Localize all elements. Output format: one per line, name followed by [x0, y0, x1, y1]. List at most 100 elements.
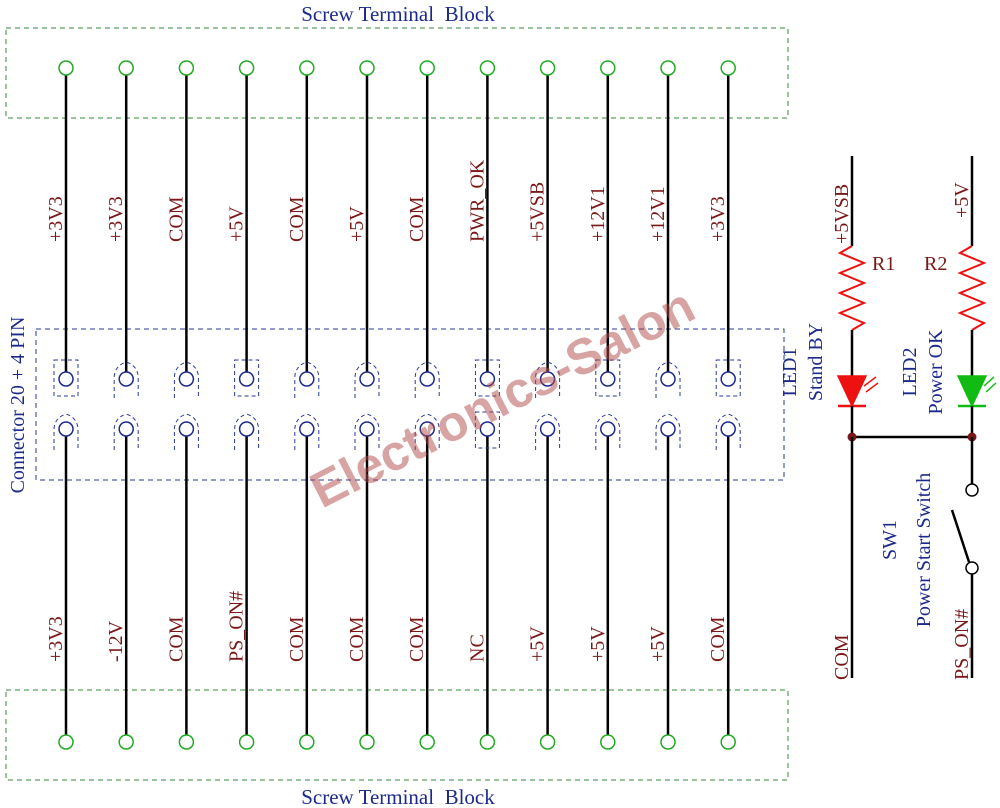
connector-pad-outline — [474, 411, 500, 449]
led2-emission-arrow — [985, 382, 997, 393]
connector-label: Connector 20 + 4 PIN — [7, 317, 29, 494]
connector-pin — [720, 421, 736, 437]
connector-pad-outline — [173, 413, 199, 450]
screw-terminal — [419, 734, 435, 750]
connector-pin — [720, 371, 736, 387]
screw-terminal — [58, 60, 74, 76]
connector-pad-outline — [595, 359, 621, 397]
connector-pin — [178, 371, 195, 387]
led1-symbol — [836, 375, 868, 408]
screw-terminal — [600, 60, 616, 76]
connector-pin — [419, 371, 435, 387]
connector-pad-outline — [414, 361, 440, 398]
connector-outline — [35, 328, 785, 481]
top-pin-label: +5V — [226, 206, 248, 242]
r2-supply-label: +5V — [951, 182, 973, 218]
bottom-pin-label: COM — [406, 616, 428, 662]
led1-emission-arrow — [865, 382, 879, 393]
top-pin-label: PWR_OK — [466, 159, 488, 242]
connector-pin — [118, 371, 134, 387]
connector-pin — [58, 421, 74, 437]
bottom-block-title: Screw Terminal Block — [301, 785, 495, 808]
connector-pad-outline — [715, 413, 741, 450]
connector-pad-outline — [354, 361, 380, 398]
top-terminal-block — [5, 27, 789, 119]
connector-pin — [660, 421, 676, 437]
top-pin-label: +12V1 — [647, 186, 669, 242]
bottom-pin-label: COM — [286, 616, 308, 662]
connector-pin — [539, 421, 556, 437]
screw-terminal — [359, 734, 375, 750]
r2-label: R2 — [924, 253, 947, 275]
connector-pin — [660, 371, 676, 387]
screw-terminal — [359, 60, 375, 76]
connector-pin — [479, 371, 496, 387]
connector-pin — [299, 371, 315, 387]
connector-pad-outline — [354, 413, 380, 450]
screw-terminal — [58, 734, 74, 750]
connector-pad-outline — [234, 359, 260, 397]
connector-pad-outline — [294, 413, 320, 450]
connector-pin — [419, 421, 435, 437]
screw-terminal — [238, 60, 255, 76]
led1-ref: LED1 — [779, 348, 801, 397]
connector-pad-outline — [535, 413, 561, 450]
sw1-lower-contact — [965, 561, 979, 575]
connector-pad-outline — [234, 413, 260, 450]
sw1-upper-contact — [965, 483, 979, 497]
top-pin-label: COM — [286, 196, 308, 242]
top-pin-label: +12V1 — [587, 186, 609, 242]
bottom-pin-label: +5V — [527, 626, 549, 662]
bottom-pin-label: -12V — [105, 620, 127, 662]
connector-pad-outline — [474, 359, 500, 397]
screw-terminal — [178, 60, 195, 76]
indicator-circuit: R1 +5VSB LED1 Stand BY R2 +5V LED2 Power… — [779, 156, 997, 680]
r1-resistor — [837, 245, 867, 331]
connector-pad-outline — [53, 359, 79, 397]
bottom-pin-label: COM — [707, 616, 729, 662]
screw-terminal — [720, 60, 736, 76]
sw1-name: Power Start Switch — [913, 473, 935, 627]
r1-supply-label: +5VSB — [831, 184, 853, 244]
connector-pin — [178, 421, 195, 437]
screw-terminal — [479, 734, 496, 750]
r2-resistor — [957, 245, 987, 331]
screw-terminal — [299, 60, 315, 76]
top-pin-label: +5V — [346, 206, 368, 242]
pin-group: +3V3+3V3+3V3-12VCOMCOM+5VPS_ON#COMCOM+5V… — [45, 60, 741, 750]
top-pin-label: COM — [406, 196, 428, 242]
connector-pin — [479, 421, 496, 437]
led2-name: Power OK — [925, 329, 947, 415]
led1-emission-arrow — [863, 376, 877, 387]
connector-pad-outline — [294, 361, 320, 398]
com-net-label: COM — [831, 634, 853, 680]
bottom-pin-label: NC — [466, 634, 488, 662]
sw1-ref: SW1 — [879, 520, 901, 560]
bottom-pin-label: +5V — [647, 626, 669, 662]
connector-pin — [359, 421, 375, 437]
bottom-terminal-block — [5, 689, 789, 781]
sw1-lever — [950, 509, 971, 563]
connector-pin — [359, 371, 375, 387]
top-pin-label: +3V3 — [45, 196, 67, 242]
top-block-title: Screw Terminal Block — [301, 2, 495, 26]
screw-terminal — [178, 734, 195, 750]
connector-pin — [238, 421, 255, 437]
screw-terminal — [238, 734, 255, 750]
screw-terminal — [539, 734, 556, 750]
screw-terminal — [118, 60, 134, 76]
connector-pin — [238, 371, 255, 387]
screw-terminal — [660, 734, 676, 750]
ps-on-net-label: PS_ON# — [951, 609, 973, 680]
top-pin-label: +5VSB — [527, 182, 549, 242]
screw-terminal — [539, 60, 556, 76]
r1-label: R1 — [872, 253, 895, 275]
screw-terminal — [419, 60, 435, 76]
screw-terminal — [600, 734, 616, 750]
connector-pad-outline — [53, 413, 79, 450]
bottom-pin-label: COM — [165, 616, 187, 662]
top-pin-label: +3V3 — [707, 196, 729, 242]
connector-pad-outline — [113, 361, 139, 398]
